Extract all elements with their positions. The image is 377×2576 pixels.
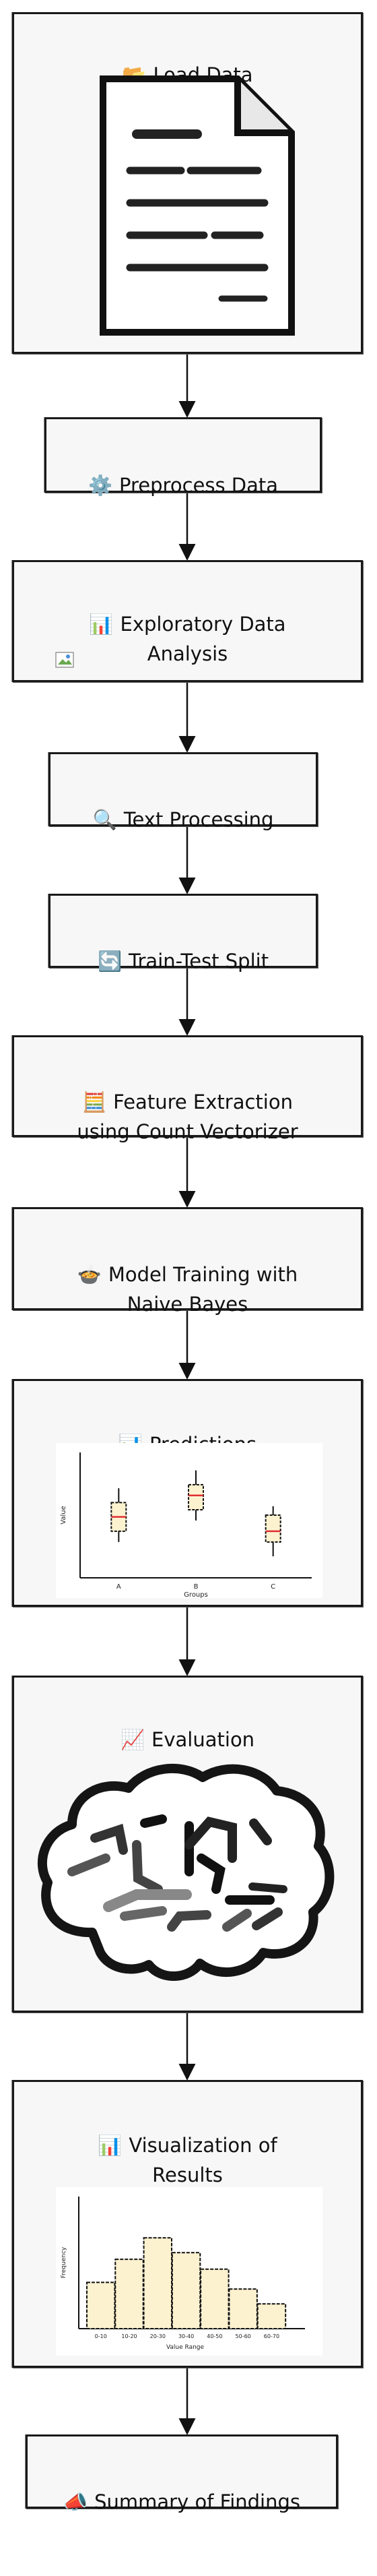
y-axis-label: Value (60, 1506, 67, 1524)
histogram-bar (86, 2281, 116, 2329)
node-label: Train-Test Split (129, 950, 269, 973)
node-train-test-split[interactable]: 🔄 Train-Test Split (48, 894, 318, 973)
histogram-bar (256, 2303, 287, 2329)
node-label: Model Training with Naive Bayes (108, 1263, 298, 1316)
x-axis-label: Value Range (166, 2344, 205, 2351)
bar-chart-icon: 📊 (98, 2134, 123, 2157)
histogram-bar (114, 2259, 144, 2329)
trend-chart-icon: 📈 (120, 1728, 145, 1751)
histogram-bar (143, 2237, 173, 2329)
node-preprocess-data[interactable]: ⚙️ Preprocess Data (44, 417, 322, 497)
x-tick-label: 0-10 (95, 2333, 107, 2339)
x-tick-label: 30-40 (178, 2333, 194, 2339)
y-axis-label: Frequency (61, 2246, 67, 2278)
x-tick-label: 40-50 (207, 2333, 222, 2339)
bar-chart-icon: 📊 (89, 613, 114, 636)
x-tick-label: A (116, 1583, 121, 1591)
pot-icon: 🍲 (77, 1263, 102, 1286)
histogram-bar (228, 2288, 258, 2329)
node-label: Visualization of Results (129, 2134, 277, 2186)
box-body (265, 1514, 281, 1543)
histogram-bar (171, 2252, 201, 2329)
x-tick-label: 50-60 (236, 2333, 251, 2339)
node-summary-of-findings[interactable]: 📣 Summary of Findings (26, 2434, 338, 2513)
node-feature-extraction[interactable]: 🧮Feature Extraction using Count Vectoriz… (12, 1035, 363, 1143)
abacus-icon: 🧮 (82, 1091, 107, 1113)
x-tick-label: 60-70 (264, 2333, 279, 2339)
x-tick-label: C (271, 1583, 275, 1591)
node-label: Evaluation (151, 1728, 255, 1751)
gear-icon: ⚙️ (88, 474, 113, 497)
node-label: Summary of Findings (94, 2490, 300, 2513)
document-icon (100, 75, 295, 336)
node-label: Text Processing (123, 808, 274, 831)
magnifier-icon: 🔍 (92, 808, 117, 831)
node-evaluation[interactable]: 📈 Evaluation (12, 1676, 363, 2013)
brain-icon (38, 1763, 335, 1981)
node-load-data[interactable]: 📂Load Data (12, 12, 363, 354)
x-tick-label: 20-30 (150, 2333, 166, 2339)
x-axis-label: Groups (184, 1591, 208, 1599)
megaphone-icon: 📣 (63, 2490, 88, 2513)
node-model-training[interactable]: 🍲 Model Training with Naive Bayes (12, 1207, 363, 1316)
node-label: Exploratory Data Analysis (120, 613, 286, 665)
node-label: Preprocess Data (119, 474, 279, 497)
x-tick-label: B (194, 1583, 199, 1591)
node-exploratory-data-analysis[interactable]: 📊 Exploratory Data Analysis (12, 560, 363, 682)
node-text-processing[interactable]: 🔍 Text Processing (48, 752, 318, 831)
broken-image-icon (55, 652, 74, 668)
node-label: Feature Extraction using Count Vectorize… (77, 1091, 298, 1143)
x-tick-label: 10-20 (121, 2333, 137, 2339)
histogram-bar (200, 2268, 230, 2329)
refresh-icon: 🔄 (97, 950, 123, 973)
box-body (188, 1483, 204, 1511)
